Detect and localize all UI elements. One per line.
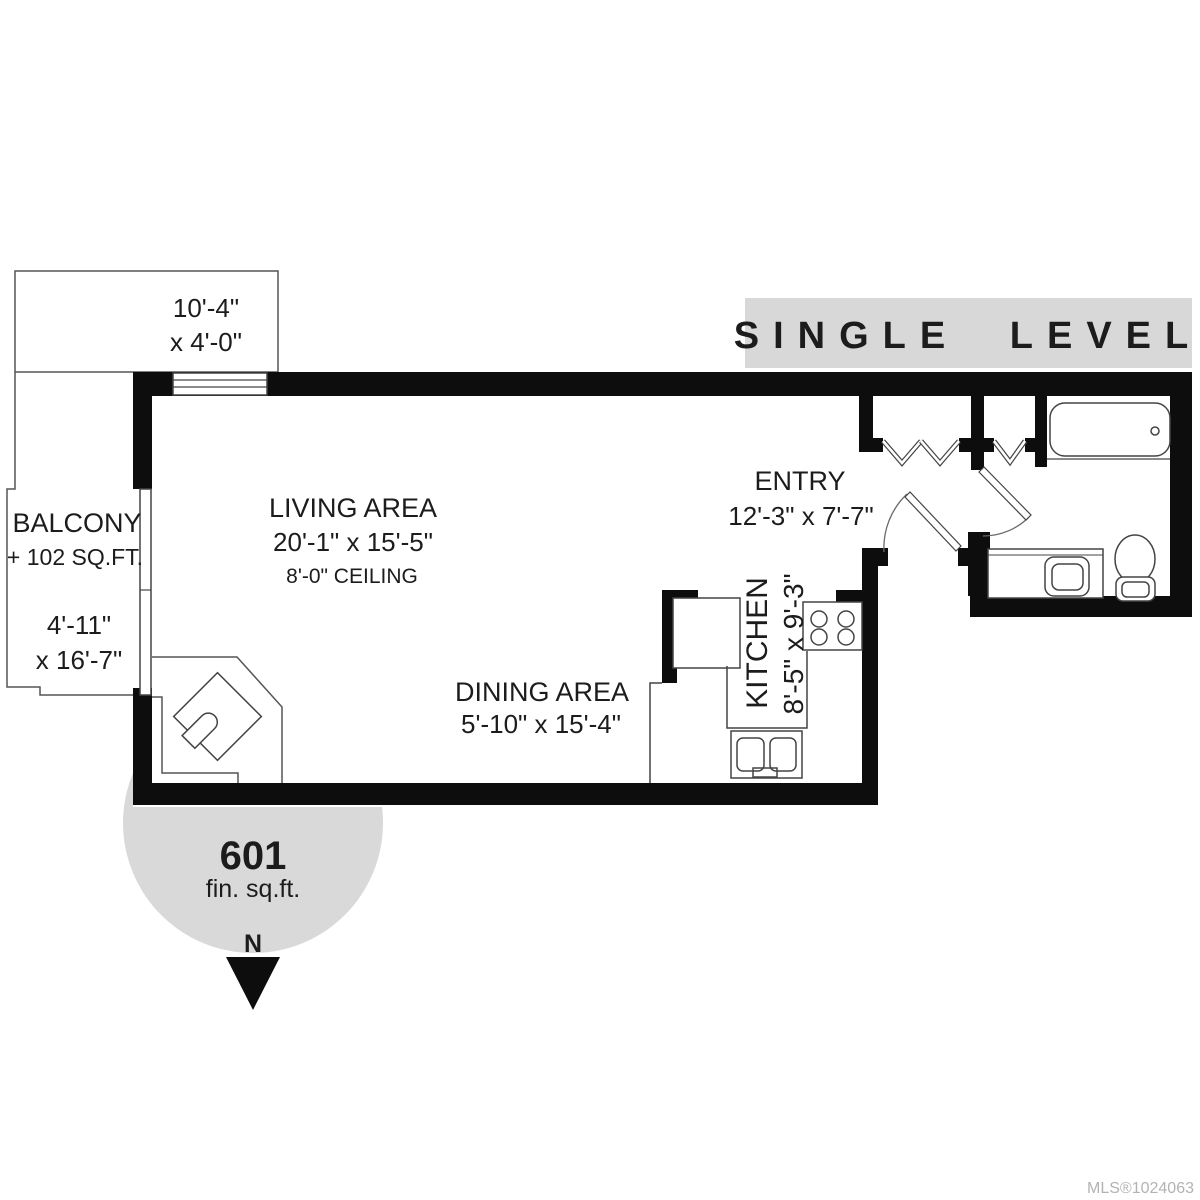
dining-area-label: DINING AREA [455,677,629,707]
burner-icon [837,610,855,628]
living-area-dims: 20'-1" x 15'-5" [273,527,433,557]
balcony-upper-dim-2: x 4'-0" [170,327,242,357]
banner-background [745,298,1192,368]
wall-right [1170,372,1192,617]
wall-closet-3 [1035,396,1047,467]
burner-icon [810,628,828,646]
faucet-icon [752,767,778,778]
kitchen-counter [649,651,808,783]
walls [133,372,1192,805]
firebox-icon [181,712,219,750]
wall-bottom [133,783,878,805]
window-balcony-top [172,372,268,396]
living-area-ceiling: 8'-0" CEILING [286,565,418,588]
mls-watermark: MLS®1024063 [1087,1180,1194,1197]
balcony-area-label: + 102 SQ.FT. [7,544,143,570]
closet-bifold-doors [881,439,1028,467]
kitchen-dims: 8'-5" x 9'-3" [778,573,809,714]
wall-left-lower [133,688,152,805]
window-balcony-side [139,488,152,696]
wall-closet-2-stub-left [959,438,971,452]
wall-bath-left [968,532,990,596]
wall-bath-bottom [970,596,1192,617]
sink-icon [1044,556,1090,597]
wall-left-upper [133,372,152,489]
finished-area-value: 601 [220,834,287,878]
living-area-label: LIVING AREA [269,493,437,523]
burner-icon [837,628,855,646]
wall-closet-2-stub-right [984,438,994,452]
banner-title: SINGLE LEVEL [734,315,1200,357]
fireplace [152,656,283,783]
kitchen-sink [730,730,803,779]
balcony-upper-dim-1: 10'-4" [173,293,239,323]
north-arrow-icon [226,957,280,1010]
dining-area-dims: 5'-10" x 15'-4" [461,709,621,739]
toilet [1114,534,1156,602]
refrigerator [672,597,741,669]
wall-kitchen-right [862,548,878,805]
entry-label: ENTRY [754,466,845,496]
wall-closet-3-stub [1025,438,1035,452]
stove [802,601,863,651]
entry-door [883,491,962,553]
entry-dims: 12'-3" x 7'-7" [728,501,873,531]
wall-top [133,372,1192,396]
bathroom-door [978,466,1032,537]
north-label: N [244,930,262,958]
wall-closet-2 [971,396,984,470]
balcony-label: BALCONY [12,508,141,538]
burner-icon [810,610,828,628]
bathroom-vanity [987,548,1104,599]
wall-closet-1 [859,396,873,452]
finished-area-unit: fin. sq.ft. [206,875,300,903]
kitchen-label: KITCHEN [741,577,774,709]
balcony-side-dim-1: 4'-11" [47,610,111,640]
wall-closet-1-stub [873,438,883,452]
bathtub [1047,402,1171,460]
wall-entry-door-stub [958,548,968,566]
wall-stove-stub [836,590,862,602]
balcony-side-dim-2: x 16'-7" [36,645,122,675]
